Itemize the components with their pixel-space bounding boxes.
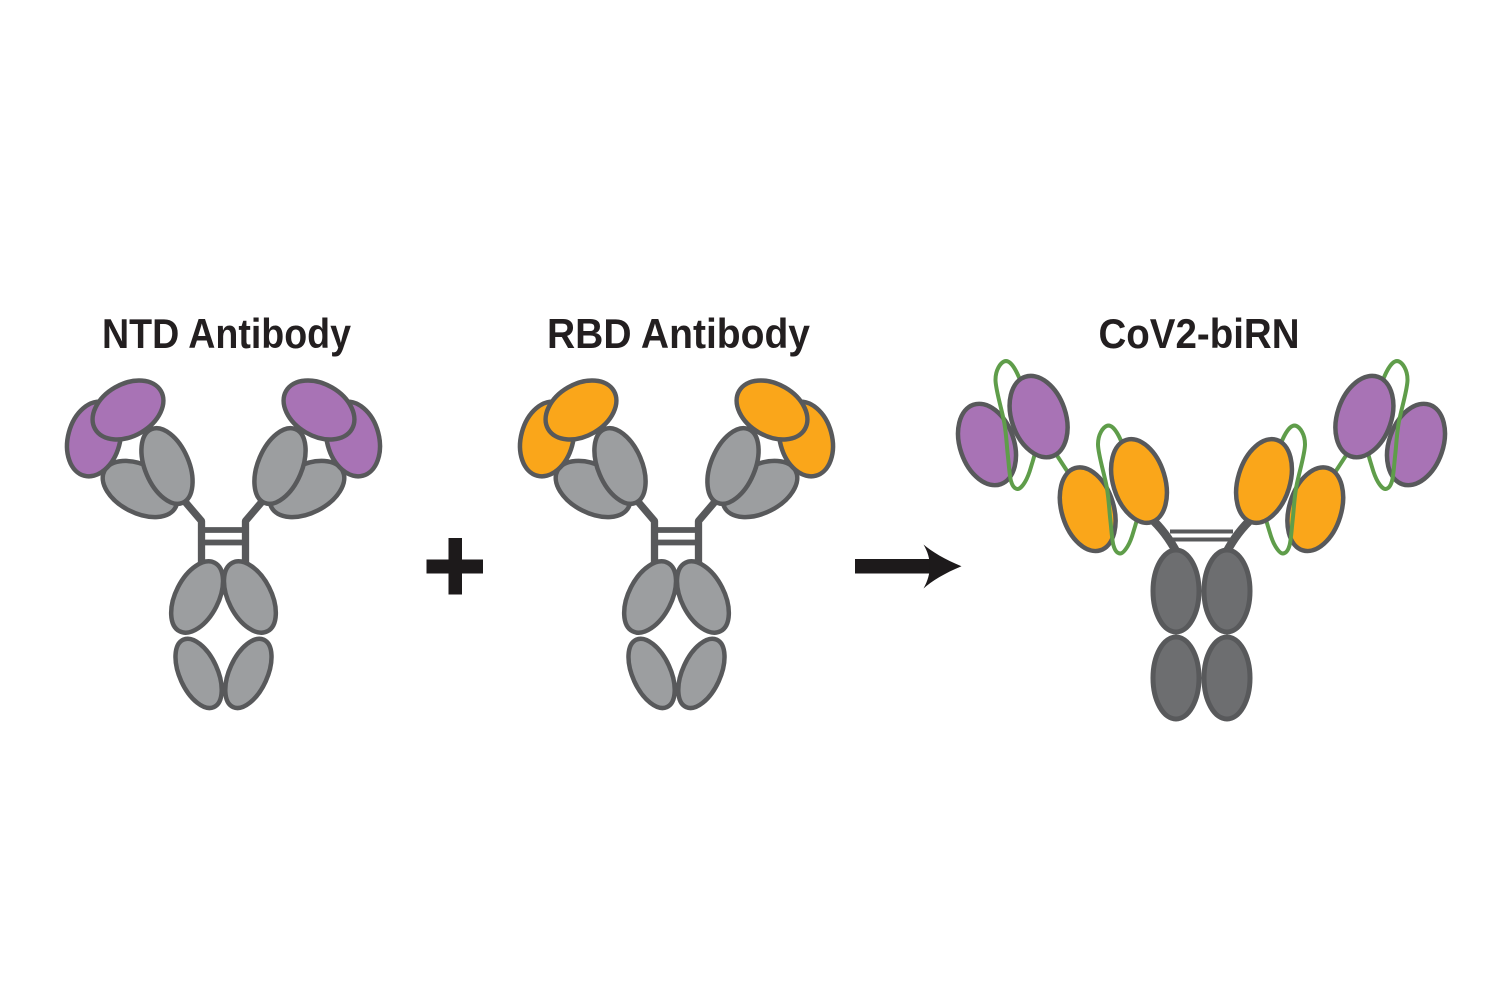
svg-text:NTD Antibody: NTD Antibody [102, 310, 352, 357]
svg-text:CoV2-biRN: CoV2-biRN [1099, 310, 1300, 357]
svg-text:RBD Antibody: RBD Antibody [547, 310, 811, 357]
